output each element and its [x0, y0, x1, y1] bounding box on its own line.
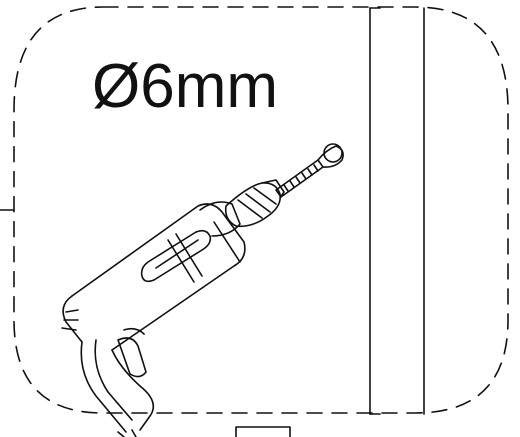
power-drill-icon: [61, 143, 344, 437]
drill-handle: [61, 309, 155, 437]
bottom-bracket: [235, 426, 291, 437]
wall-panel: [369, 7, 425, 415]
template-outline-dashed: [13, 6, 509, 414]
drill-body: [62, 201, 246, 351]
vent-slot: [140, 229, 212, 283]
drill-trigger: [117, 337, 147, 378]
drill-size-label: Ø6mm: [92, 52, 278, 121]
drill-chuck: [224, 179, 285, 228]
drill-bit: [275, 143, 344, 198]
